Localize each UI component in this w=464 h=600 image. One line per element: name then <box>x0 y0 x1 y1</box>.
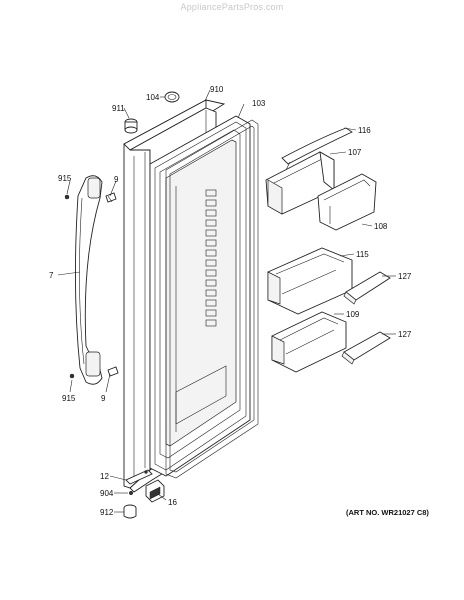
label-9-top: 9 <box>114 175 119 184</box>
liner-shelf-ribs <box>205 189 217 327</box>
label-910: 910 <box>210 85 224 94</box>
door-handle <box>74 175 103 385</box>
label-915-bottom: 915 <box>62 394 76 403</box>
door-bin-115 <box>267 247 353 315</box>
label-12: 12 <box>100 472 109 481</box>
label-16: 16 <box>168 498 177 507</box>
leader-lines <box>57 89 396 513</box>
screw-904 <box>128 490 134 496</box>
bin-insert-127-top <box>343 271 391 305</box>
label-911: 911 <box>112 104 125 113</box>
label-107: 107 <box>348 148 362 157</box>
hinge-block-16 <box>145 479 165 503</box>
label-915-top: 915 <box>58 174 72 183</box>
label-116: 116 <box>358 126 371 135</box>
door-bin-107 <box>265 151 335 215</box>
label-904: 904 <box>100 489 114 498</box>
screw-9-bottom <box>107 366 119 377</box>
label-108: 108 <box>374 222 388 231</box>
door-gasket <box>165 119 259 479</box>
screw-9-top <box>105 192 117 203</box>
label-7: 7 <box>49 271 54 280</box>
screw-915-top <box>64 194 70 200</box>
art-number: (ART NO. WR21027 C8) <box>346 508 429 517</box>
label-912: 912 <box>100 508 114 517</box>
door-bin-109 <box>271 311 347 373</box>
bin-insert-127-bottom <box>341 331 391 365</box>
label-127-top: 127 <box>398 272 412 281</box>
hinge-pin-12 <box>125 469 153 485</box>
screw-915-bottom <box>69 373 75 379</box>
bushing-912 <box>123 504 137 519</box>
label-109: 109 <box>346 310 360 319</box>
watermark: AppliancePartsPros.com <box>180 2 284 12</box>
label-9-bottom: 9 <box>101 394 106 403</box>
cap-104 <box>164 91 180 103</box>
label-103: 103 <box>252 99 266 108</box>
bin-cover-108 <box>317 173 377 231</box>
bushing-911 <box>124 118 138 134</box>
door-liner <box>149 115 251 477</box>
label-127-bottom: 127 <box>398 330 412 339</box>
label-115: 115 <box>356 250 369 259</box>
label-104: 104 <box>146 93 160 102</box>
part-labels: 104 910 103 911 116 107 915 9 108 7 115 … <box>49 85 412 517</box>
